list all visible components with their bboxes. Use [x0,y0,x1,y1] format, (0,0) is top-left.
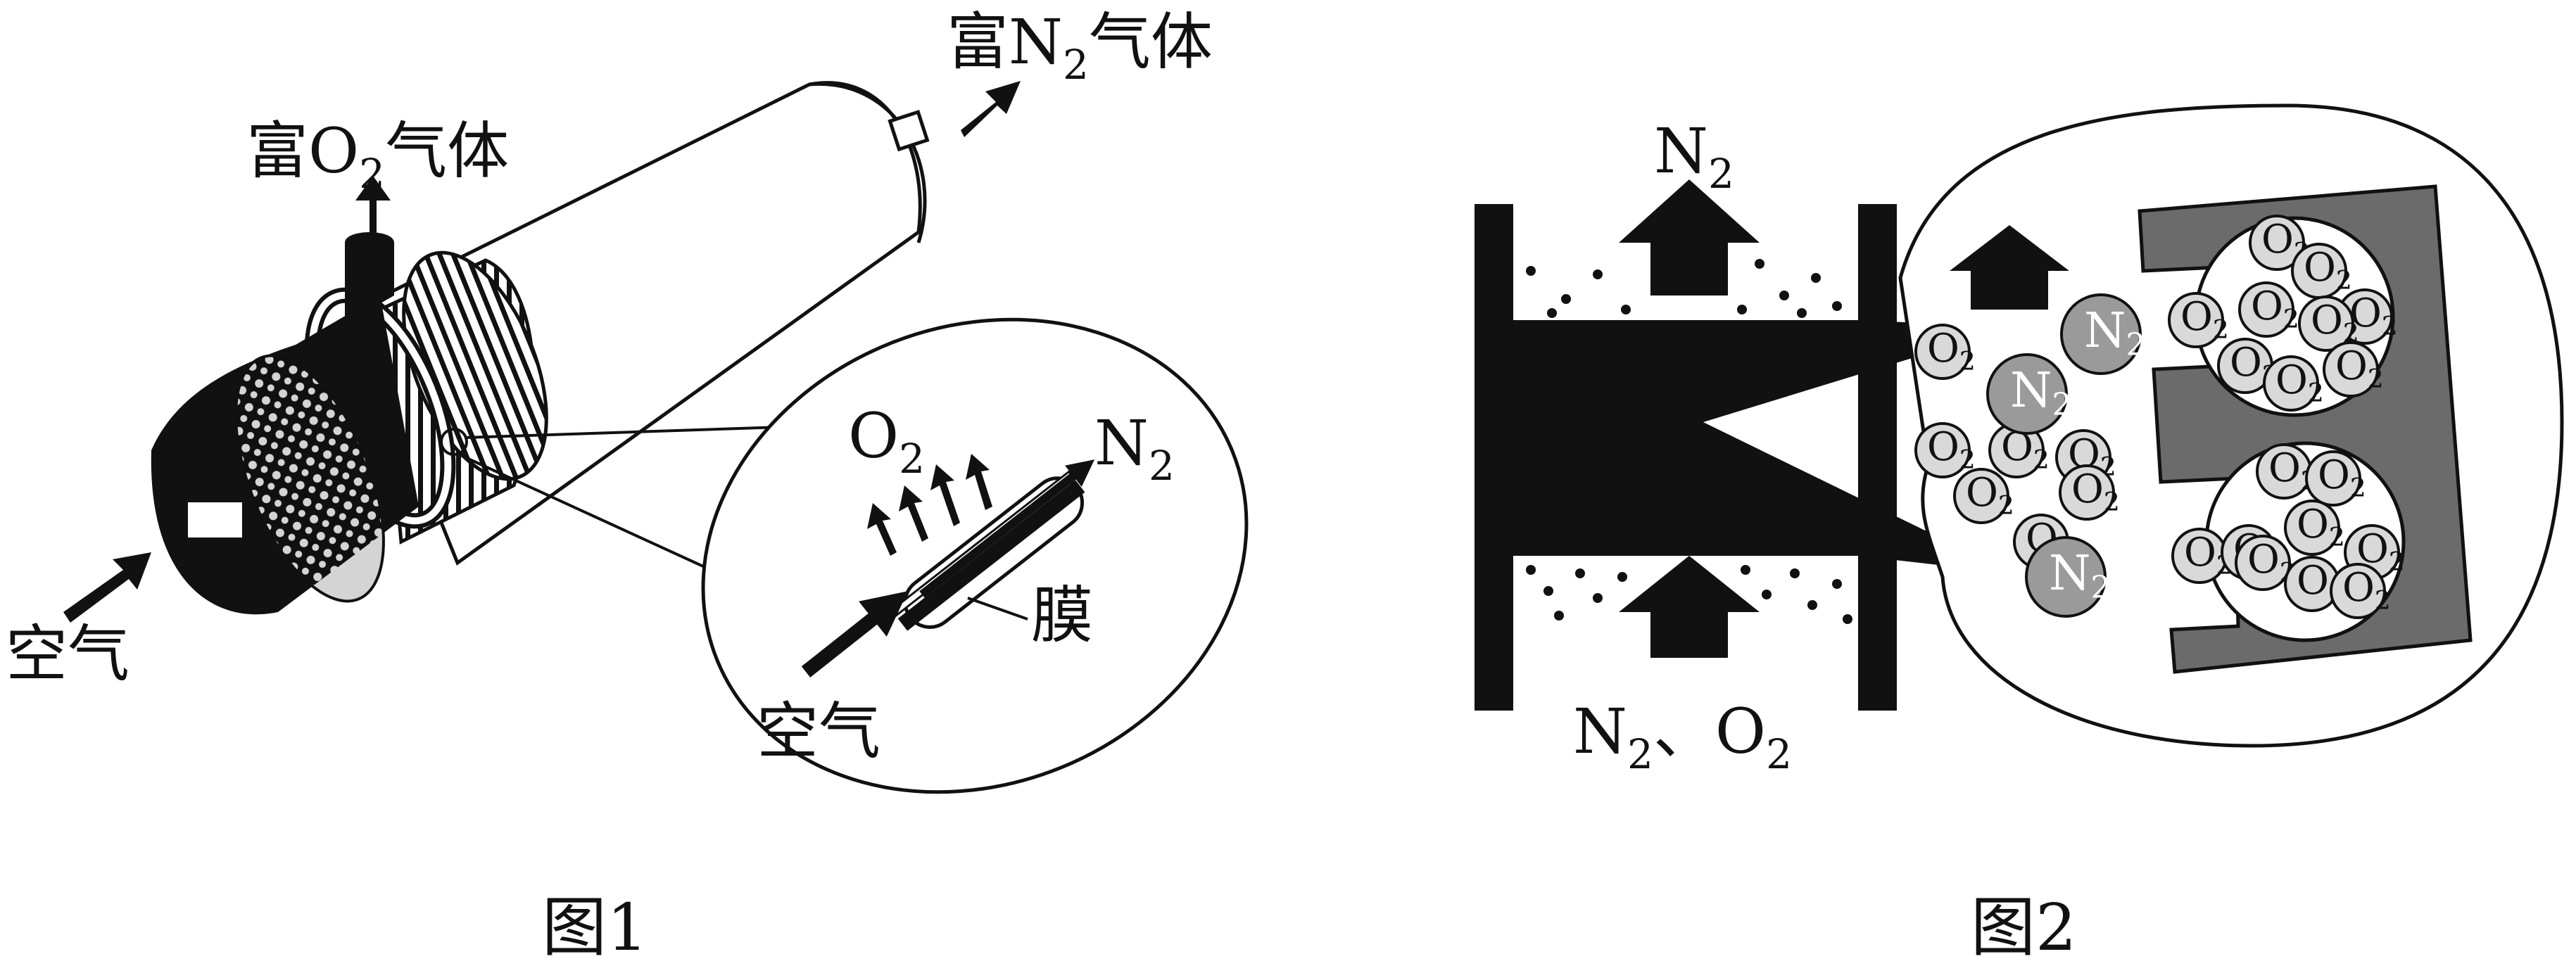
svg-text:O2: O2 [2304,245,2352,295]
left-wall [1475,204,1513,711]
zoom-air-label: 空气 [757,695,880,768]
n2-out-arrow [1619,179,1760,295]
o2-molecule: O2 [2171,528,2233,584]
o2-rich-gas-label: 富O2气体 [246,115,509,198]
o2-outlet-arrow [355,176,391,243]
zoom-line-upper [464,424,824,439]
svg-text:O2: O2 [2184,530,2233,580]
svg-text:O2: O2 [2071,466,2120,517]
n2-flow-arrow [919,459,1095,598]
membrane-leader-line [967,597,1028,621]
svg-text:O2: O2 [2275,357,2324,408]
mixed-gas-label: N2、O2 [1573,695,1792,778]
figure-1-caption: 图1 [542,890,648,965]
o2-escape-arrow [899,485,928,542]
o2-molecule: O2 [2291,243,2352,299]
o2-molecule: O2 [2298,295,2359,352]
o2-molecule: O2 [1914,422,1976,478]
zoom-n2-label: N2 [1094,407,1175,490]
svg-text:O2: O2 [2318,452,2366,503]
o2-molecule: O2 [2263,355,2324,412]
n2-top-label: N2 [1654,115,1734,198]
svg-text:O2: O2 [1927,424,1976,475]
mixed-in-arrow [1619,556,1760,658]
bubble-n2-arrow [1950,225,2069,310]
o2-molecule: O2 [2168,292,2229,348]
svg-text:O2: O2 [1927,326,1976,376]
figure-1: 富O2气体 富N2气体 空气 O2 N2 膜 空气 图1 [6,6,1249,965]
o2-molecule: O2 [2059,464,2120,521]
svg-text:O2: O2 [2180,294,2229,345]
svg-text:O2: O2 [2311,298,2359,348]
zoom-spot-marker [440,428,468,456]
n2-rich-gas-label: 富N2气体 [947,6,1213,89]
n2-outlet-nub [888,110,930,152]
o2-molecule: O2 [2235,535,2296,591]
air-inlet-arrow [63,552,151,623]
n2-molecule: N2 [2060,293,2146,375]
svg-text:O2: O2 [2297,502,2345,552]
o2-molecule: O2 [1953,468,2014,524]
o2-molecule: O2 [2284,500,2345,556]
o2-molecule: O2 [1914,324,1976,380]
o2-molecule: O2 [2238,281,2299,338]
svg-text:O2: O2 [1966,470,2014,521]
n2-molecule: N2 [1986,353,2072,435]
svg-text:O2: O2 [2342,565,2391,616]
membrane-block [1513,320,2013,573]
air-inlet-slot [188,502,242,538]
o2-escape-arrow [930,464,960,526]
o2-escape-arrow [966,454,992,510]
gas-particles-top [1526,259,1842,318]
membrane-label: 膜 [1031,579,1093,651]
zoom-line-lower [457,452,712,571]
o2-molecule: O2 [2305,450,2366,507]
svg-text:O2: O2 [2335,343,2384,394]
molecules: O2O2O2O2O2O2O2N2N2N2O2O2O2O2O2O2O2O2O2O2… [1914,215,2405,619]
o2-molecule: O2 [2330,563,2391,619]
zoom-o2-label: O2 [848,400,925,483]
svg-text:O2: O2 [2349,291,2398,341]
svg-text:O2: O2 [2251,284,2299,334]
o2-molecule: O2 [2249,215,2310,271]
figure-2-caption: 图2 [1971,890,2077,965]
n2-molecule: N2 [2025,536,2111,618]
membrane-module-cylinder [151,81,930,615]
svg-text:N2: N2 [2010,363,2072,423]
n2-outlet-arrow [961,81,1021,137]
svg-text:N2: N2 [2084,303,2146,363]
air-inlet-label: 空气 [6,618,130,690]
svg-text:N2: N2 [2049,546,2111,606]
o2-molecule: O2 [2323,341,2384,398]
figure-2: N2 N2、O2 O2O2O2O2O2O2O2N2N2N2O2O2O2O2O2O… [1475,103,2564,965]
right-wall [1858,204,1897,711]
o2-escape-arrow [867,503,897,556]
air-flow-arrow [801,591,909,678]
